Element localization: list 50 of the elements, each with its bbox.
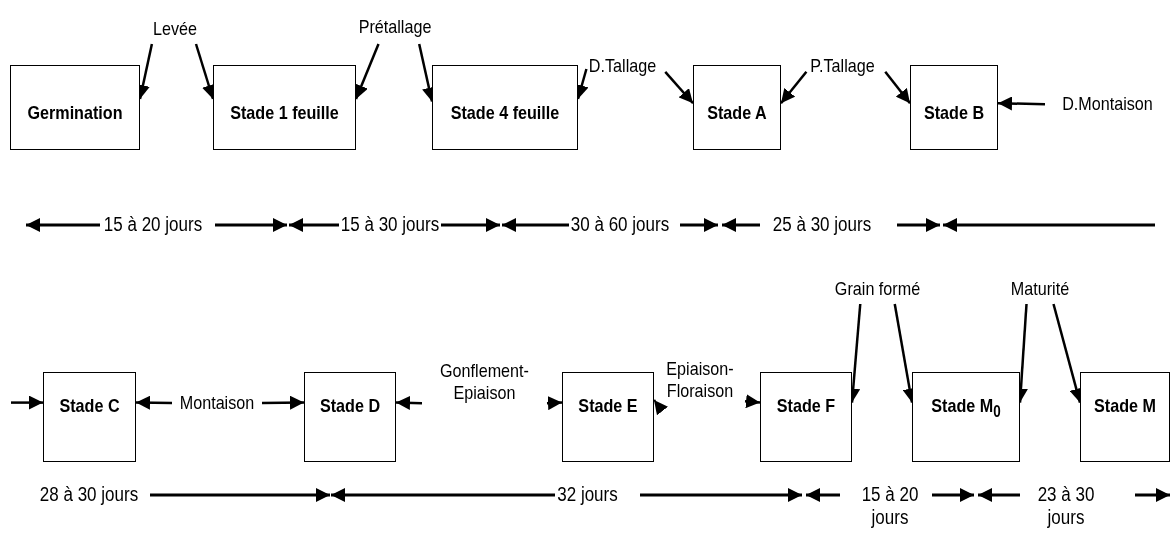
arrow xyxy=(262,395,304,410)
duration-label: 28 à 30 jours xyxy=(37,483,141,506)
stage-name: Stade E xyxy=(577,395,639,417)
stage-name: Germination xyxy=(26,102,124,124)
duration-label: 25 à 30 jours xyxy=(771,213,873,236)
duration-label: 15 à 20 jours xyxy=(102,213,204,236)
phase-label: Gonflement- Epiaison xyxy=(431,360,538,404)
phase-label: P.Tallage xyxy=(802,55,883,77)
stage-name: Stade 4 feuille xyxy=(449,102,561,124)
phase-label: Epiaison- Floraison xyxy=(661,358,739,402)
arrow xyxy=(884,71,911,105)
phase-label: D.Tallage xyxy=(582,55,663,77)
arrow xyxy=(780,71,808,105)
stage-box xyxy=(912,372,1020,462)
stage-name: Stade 1 feuille xyxy=(229,102,340,124)
arrow xyxy=(136,395,172,410)
stage-name: Stade A xyxy=(706,102,768,124)
stage-box xyxy=(760,372,852,462)
stage-name: Stade D xyxy=(318,395,382,417)
stage-name: Stade M$_{0}$ xyxy=(930,395,1002,421)
phase-label: D.Montaison xyxy=(1054,93,1161,115)
phase-label: Montaison xyxy=(178,392,256,414)
stage-box xyxy=(562,372,654,462)
arrow xyxy=(354,43,380,100)
stage-name: Stade B xyxy=(922,102,986,124)
stage-box xyxy=(432,65,578,150)
arrow xyxy=(11,395,43,410)
stage-name: Stade C xyxy=(58,395,121,417)
stage-box xyxy=(43,372,136,462)
phase-label: Maturité xyxy=(1001,278,1079,300)
arrow xyxy=(664,70,694,105)
duration-label: 32 jours xyxy=(557,483,617,506)
stage-name: Stade F xyxy=(775,395,837,417)
arrow xyxy=(997,96,1046,111)
duration-label: 30 à 60 jours xyxy=(569,213,671,236)
arrow xyxy=(546,396,563,411)
phase-label: Grain formé xyxy=(828,278,927,300)
phase-label: Prétallage xyxy=(348,16,442,38)
stage-box xyxy=(10,65,140,150)
stage-box xyxy=(693,65,781,150)
stage-box xyxy=(213,65,356,150)
arrow xyxy=(395,395,423,410)
arrow xyxy=(744,394,761,409)
duration-label: 15 à 30 jours xyxy=(339,213,441,236)
stage-box xyxy=(304,372,396,462)
arrow xyxy=(653,399,669,416)
stage-box xyxy=(1080,372,1170,462)
phase-label: Levée xyxy=(145,18,205,40)
stage-box xyxy=(910,65,998,150)
stage-name: Stade M xyxy=(1093,395,1157,417)
